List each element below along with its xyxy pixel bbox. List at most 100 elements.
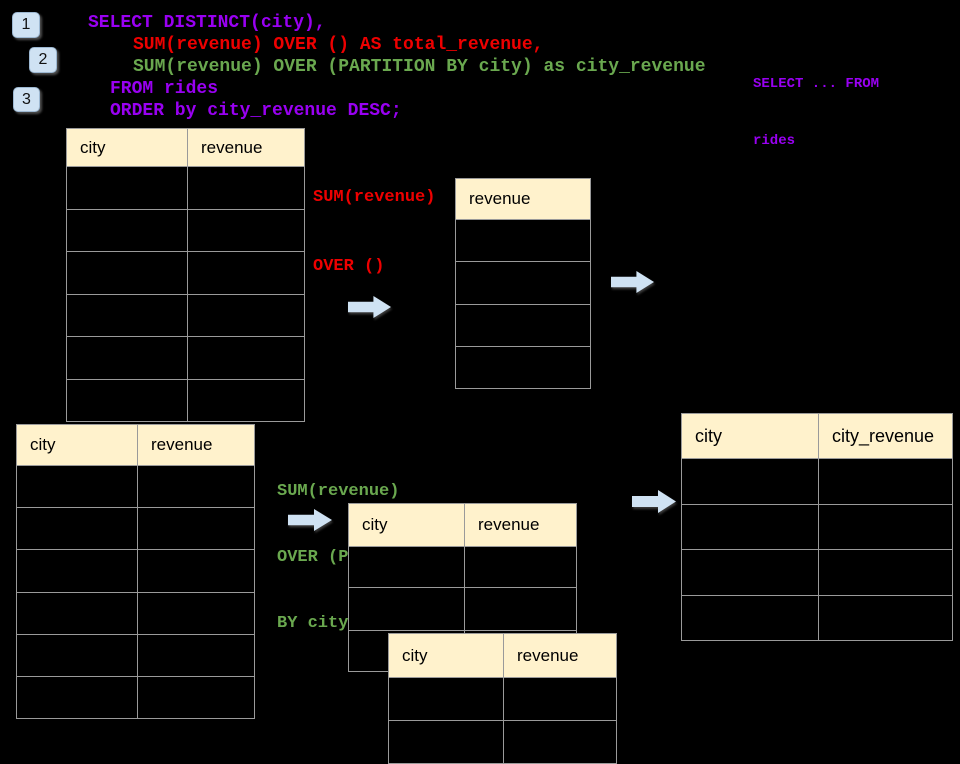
table-cell xyxy=(67,210,187,252)
table-cell xyxy=(818,595,952,640)
table-row xyxy=(456,345,590,388)
table-row xyxy=(17,549,254,592)
table-source-top: city revenue xyxy=(66,128,305,422)
table-header-row: city revenue xyxy=(17,425,254,465)
table-cell xyxy=(349,547,464,587)
table-cell xyxy=(682,459,818,504)
column-header-revenue: revenue xyxy=(503,634,616,677)
table-cell xyxy=(137,466,254,508)
table-cell xyxy=(456,305,590,346)
table-cell xyxy=(682,550,818,595)
table-cell xyxy=(137,634,254,676)
table-row xyxy=(349,587,576,630)
sql-line-from: FROM rides xyxy=(110,79,219,99)
table-cell xyxy=(17,677,137,718)
table-row xyxy=(67,251,304,294)
arrow-right-icon xyxy=(288,508,332,532)
arrow-right-icon xyxy=(632,490,676,513)
table-header-row: city city_revenue xyxy=(682,414,952,458)
table-cell xyxy=(682,596,818,641)
table-cell xyxy=(187,209,304,251)
table-header-row: city revenue xyxy=(389,634,616,677)
table-cell xyxy=(67,295,187,337)
table-cell xyxy=(17,466,137,507)
table-row xyxy=(456,219,590,261)
table-source-bottom: city revenue xyxy=(16,424,255,720)
table-cell xyxy=(17,550,137,591)
table-cell xyxy=(187,379,304,421)
table-row xyxy=(389,677,616,720)
table-cell xyxy=(456,262,590,303)
column-header-city: city xyxy=(362,515,388,534)
column-header-city-revenue: city_revenue xyxy=(818,414,952,458)
column-header-city: city xyxy=(80,137,106,157)
table-row xyxy=(456,261,590,303)
sql-line-sum-total: SUM(revenue) OVER () AS total_revenue, xyxy=(133,35,544,55)
table-cell xyxy=(349,588,464,630)
table-header-row: city revenue xyxy=(349,504,576,546)
table-row xyxy=(67,166,304,209)
table-cell xyxy=(17,635,137,676)
table-cell xyxy=(137,508,254,550)
annotation-total-revenue: SUM(revenue) OVER () xyxy=(313,140,435,301)
table-row xyxy=(17,675,254,719)
table-row xyxy=(67,208,304,252)
sql-line-order: ORDER by city_revenue DESC; xyxy=(110,101,402,121)
column-header-city: city xyxy=(402,645,428,665)
table-header-row: city revenue xyxy=(67,129,304,166)
table-row xyxy=(389,720,616,763)
table-cell xyxy=(187,294,304,336)
side-note-line-1: SELECT ... FROM xyxy=(753,76,880,92)
table-row xyxy=(682,549,952,595)
table-cell xyxy=(818,504,952,549)
table-city-revenue-result: city city_revenue xyxy=(681,413,953,641)
annotation-total-line-1: SUM(revenue) xyxy=(313,188,436,207)
table-cell xyxy=(389,678,503,720)
table-cell xyxy=(503,721,616,763)
table-row xyxy=(682,503,952,550)
table-row xyxy=(17,507,254,550)
table-cell xyxy=(187,252,304,294)
table-cell xyxy=(818,459,952,504)
column-header-revenue: revenue xyxy=(187,129,304,166)
table-cell xyxy=(187,337,304,379)
annotation-partition-line-3: BY city) xyxy=(277,614,359,633)
table-cell xyxy=(67,252,187,294)
table-row xyxy=(17,633,254,676)
table-cell xyxy=(389,721,503,763)
side-note-select-from: SELECT ... FROM rides xyxy=(753,37,879,170)
step-badge-1: 1 xyxy=(12,12,40,38)
table-cell xyxy=(464,547,576,587)
table-cell xyxy=(17,593,137,634)
table-row xyxy=(17,591,254,634)
table-row xyxy=(67,378,304,422)
annotation-total-line-2: OVER () xyxy=(313,257,385,276)
table-row xyxy=(67,336,304,379)
column-header-city: city xyxy=(695,425,722,446)
table-partition-step-overlay: city revenue xyxy=(388,633,617,764)
table-header-row: revenue xyxy=(456,179,590,219)
table-cell xyxy=(67,380,187,422)
table-cell xyxy=(67,337,187,379)
sql-line-sum-partition: SUM(revenue) OVER (PARTITION BY city) as… xyxy=(133,57,706,77)
table-cell xyxy=(456,347,590,388)
annotation-partition-line-1: SUM(revenue) xyxy=(277,482,400,501)
table-cell xyxy=(137,592,254,634)
table-cell xyxy=(818,550,952,595)
table-row xyxy=(682,594,952,641)
sql-line-select: SELECT DISTINCT(city), xyxy=(88,13,326,33)
table-cell xyxy=(137,676,254,719)
arrow-right-icon xyxy=(611,270,655,294)
table-cell xyxy=(67,167,187,209)
column-header-revenue: revenue xyxy=(137,425,254,465)
table-cell xyxy=(187,167,304,209)
table-cell xyxy=(682,505,818,550)
table-cell xyxy=(503,678,616,720)
table-cell xyxy=(456,220,590,261)
table-row xyxy=(349,546,576,587)
table-cell xyxy=(17,508,137,549)
table-row xyxy=(456,303,590,346)
column-header-revenue: revenue xyxy=(469,189,531,208)
step-badge-3: 3 xyxy=(13,87,40,112)
column-header-city: city xyxy=(30,435,56,454)
